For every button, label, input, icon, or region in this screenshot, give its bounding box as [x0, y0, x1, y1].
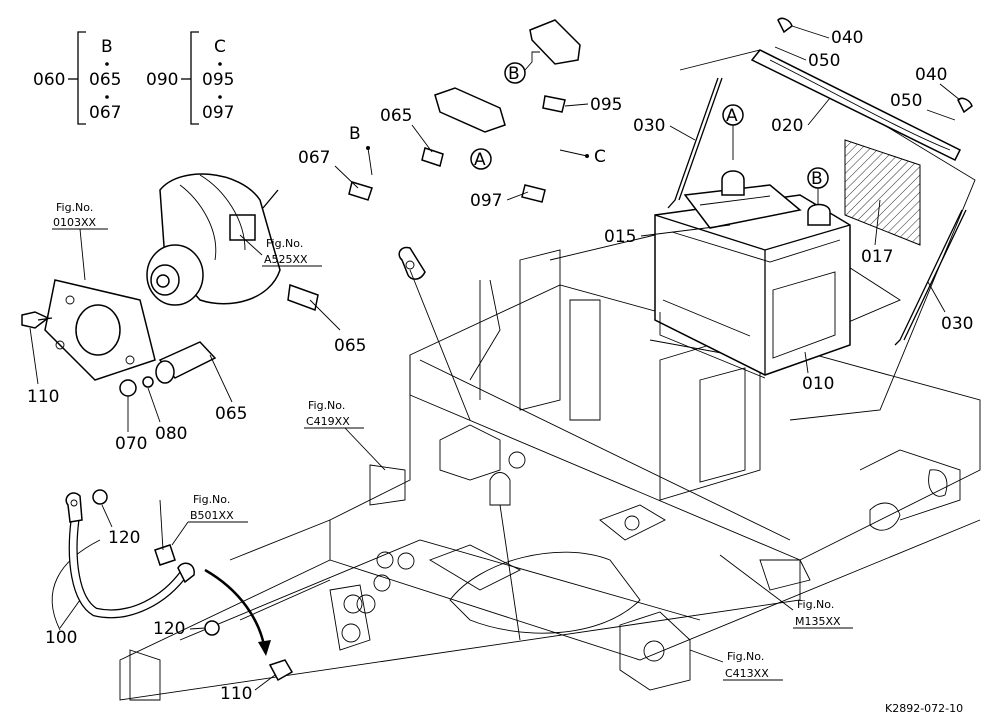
- figref-C413XX: Fig.No. C413XX: [689, 649, 783, 681]
- callout-050-right: 050: [890, 91, 922, 111]
- callout-065-top: 065: [380, 106, 412, 126]
- circle-markers: A B A B: [470, 51, 829, 205]
- legend-group-090: 090 C 095 097: [146, 31, 234, 125]
- figref-M135XX: Fig.No. M135XX: [719, 554, 853, 629]
- svg-text:Fig.No.: Fig.No.: [797, 598, 834, 611]
- cable-c: [398, 19, 581, 421]
- callout-095: 095: [590, 95, 622, 115]
- cable-b-label: B: [349, 124, 361, 144]
- svg-text:Fig.No.: Fig.No.: [308, 399, 345, 412]
- callout-065-mid: 065: [334, 336, 366, 356]
- marker-a-battery: A: [726, 106, 738, 126]
- callout-050-top: 050: [808, 51, 840, 71]
- fig-refs: Fig.No. 0103XX Fig.No. A525XX Fig.No. C4…: [52, 201, 853, 681]
- svg-text:Fig.No.: Fig.No.: [56, 201, 93, 214]
- cable-letters: B C: [349, 124, 606, 176]
- callout-100: 100: [45, 628, 77, 648]
- callout-065-bottom: 065: [215, 404, 247, 424]
- svg-text:C419XX: C419XX: [306, 415, 350, 428]
- callout-097: 097: [470, 191, 502, 211]
- callout-067: 067: [298, 148, 330, 168]
- legend-item-097: 097: [202, 103, 234, 123]
- legend-item-b: B: [101, 37, 113, 57]
- figref-0103XX: Fig.No. 0103XX: [52, 201, 108, 281]
- cable-c-label: C: [594, 147, 606, 167]
- callout-010: 010: [802, 374, 834, 394]
- callout-020: 020: [771, 116, 803, 136]
- svg-text:0103XX: 0103XX: [53, 216, 97, 229]
- cable-b: [155, 87, 506, 384]
- hold-down: [667, 17, 973, 346]
- svg-text:B501XX: B501XX: [190, 509, 234, 522]
- svg-text:M135XX: M135XX: [795, 615, 841, 628]
- battery: [654, 170, 851, 379]
- legend-item-065: 065: [89, 70, 121, 90]
- callout-110-left: 110: [27, 387, 59, 407]
- svg-text:C413XX: C413XX: [725, 667, 769, 680]
- figref-C419XX: Fig.No. C419XX: [304, 399, 386, 471]
- legend-item-095: 095: [202, 70, 234, 90]
- marker-a-cable: A: [474, 150, 486, 170]
- figref-B501XX: Fig.No. B501XX: [171, 493, 248, 546]
- drawing-id: K2892-072-10: [885, 702, 963, 715]
- svg-text:Fig.No.: Fig.No.: [727, 650, 764, 663]
- legend-item-c: C: [214, 37, 226, 57]
- callout-110-bottom: 110: [220, 684, 252, 704]
- plate-017: [844, 139, 921, 246]
- callout-080: 080: [155, 424, 187, 444]
- chassis-frame: [51, 249, 981, 701]
- callout-040-right: 040: [915, 65, 947, 85]
- callouts: 030 040 050 020 040 050 095 065 067 097 …: [27, 25, 973, 704]
- callout-030-right: 030: [941, 314, 973, 334]
- callout-120-bottom: 120: [153, 619, 185, 639]
- legend-group-060: 060 B 065 067: [33, 31, 121, 125]
- callout-070: 070: [115, 434, 147, 454]
- legend-parent-060: 060: [33, 70, 65, 90]
- legend-item-067: 067: [89, 103, 121, 123]
- callout-030-left: 030: [633, 116, 665, 136]
- starter-motor: [21, 173, 281, 397]
- figref-A525XX: Fig.No. A525XX: [239, 234, 322, 267]
- svg-text:Fig.No.: Fig.No.: [193, 493, 230, 506]
- callout-017: 017: [861, 247, 893, 267]
- marker-b-cable: B: [508, 64, 520, 84]
- legend-parent-090: 090: [146, 70, 178, 90]
- callout-040-top: 040: [831, 28, 863, 48]
- callout-015: 015: [604, 227, 636, 247]
- marker-b-battery: B: [811, 169, 823, 189]
- svg-text:A525XX: A525XX: [264, 253, 308, 266]
- ground-cable: [65, 489, 294, 682]
- callout-120-top: 120: [108, 528, 140, 548]
- svg-text:Fig.No.: Fig.No.: [266, 237, 303, 250]
